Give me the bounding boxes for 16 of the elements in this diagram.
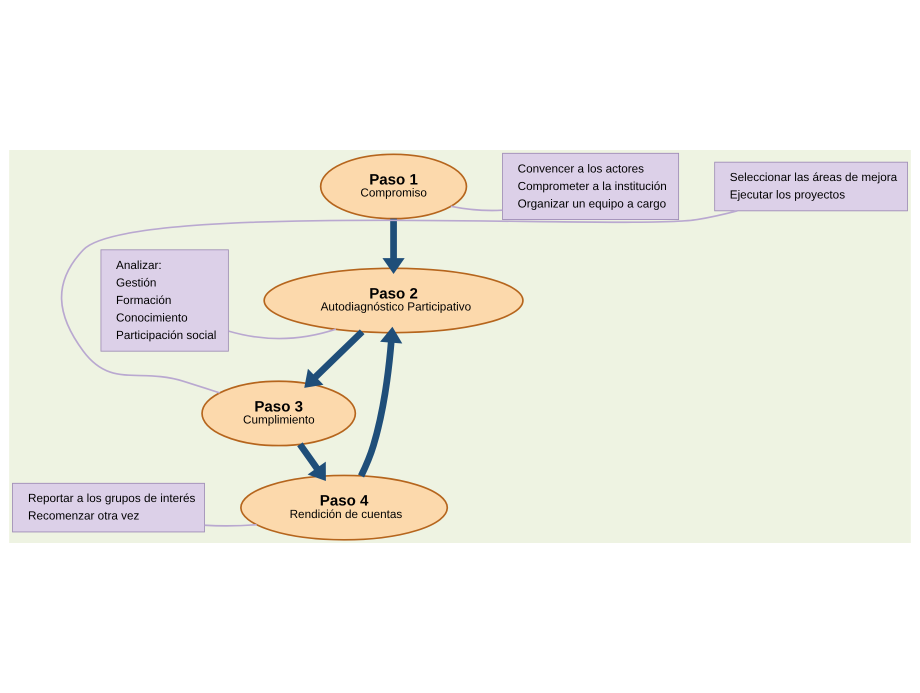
arrow	[297, 442, 326, 482]
node-box: Analizar: Gestión Formación Conocimiento Participación social	[100, 249, 229, 352]
connector	[60, 210, 738, 394]
connector	[204, 524, 257, 527]
arrow	[382, 218, 405, 274]
connector	[228, 328, 336, 340]
node-ellipse: Paso 2 Autodiagnóstico Participativo	[263, 267, 524, 334]
node-ellipse: Paso 3 Cumplimiento	[201, 380, 356, 446]
node-box: Convencer a los actores Comprometer a la institución Organizar un equipo a cargo	[502, 152, 680, 220]
node-ellipse: Paso 1 Compromiso	[320, 153, 468, 220]
node-box: Reportar a los grupos de interés Recomenzar otra vez	[12, 482, 205, 532]
arrow	[358, 326, 402, 478]
node-ellipse: Paso 4 Rendición de cuentas	[240, 474, 448, 541]
arrow	[304, 329, 364, 388]
connector	[450, 205, 502, 212]
node-box: Seleccionar las áreas de mejora Ejecutar los proyectos	[714, 162, 908, 212]
